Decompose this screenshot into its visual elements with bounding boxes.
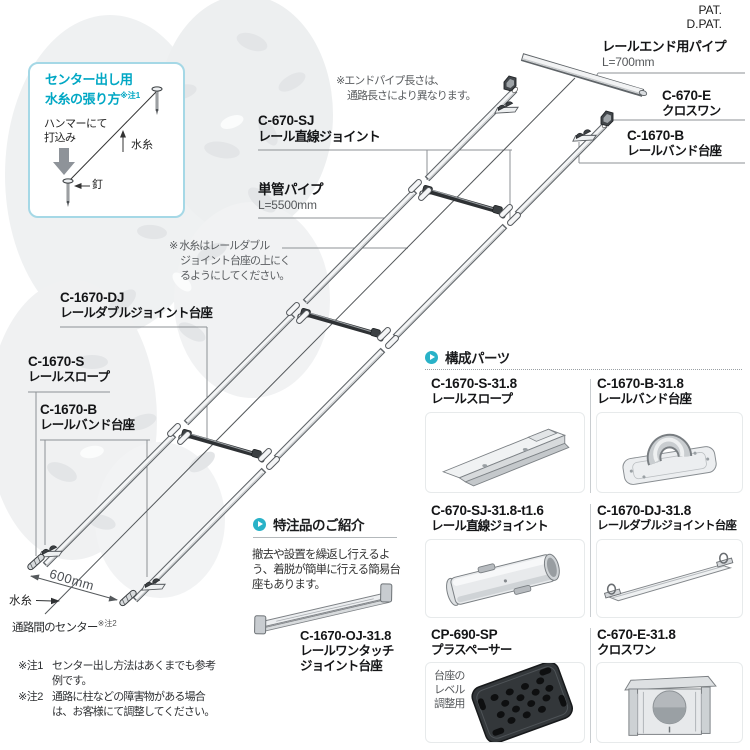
howto-title-sup: ※注1 [120, 91, 141, 100]
special-section-header: 特注品のご紹介 [253, 514, 365, 534]
string-pointer-arrow [35, 597, 60, 605]
label-band-base-right: C-1670-B レールバンド台座 [627, 128, 722, 158]
part-image-straight-joint [425, 539, 585, 618]
center-marking-howto-box: センター出し用 水糸の張り方※注1 ハンマーにて 打込み 水糸 釘 [28, 62, 185, 218]
patent-line1: PAT. [698, 3, 722, 17]
part-label-straight-joint: C-670-SJ-31.8-t1.6 レール直線ジョイント [431, 503, 549, 533]
play-circle-icon [253, 517, 266, 531]
aisle-center-label: 通路間のセンター※注2 [12, 619, 117, 634]
howto-diagram [53, 86, 163, 207]
double-joint-crossbars [167, 179, 521, 470]
note-water-string: ※ 水糸はレールダブル ジョイント台座の上にく るようにしてください。 [169, 240, 291, 282]
label-double-joint-base: C-1670-DJ レールダブルジョイント台座 [60, 290, 213, 320]
label-rail-slope: C-1670-S レールスロープ [28, 354, 110, 384]
special-section-body: 撤去や設置を繰返し行えるよ う、着脱が簡単に行える簡易台 座もあります。 [252, 549, 401, 591]
one-touch-joint-image [254, 583, 393, 635]
note-end-pipe: ※エンドパイプ長さは、 通路長さにより異なります。 [336, 75, 477, 102]
string-pointer [120, 130, 126, 152]
cross-one-clamps [503, 75, 614, 127]
slope-pieces [27, 553, 137, 607]
part-image-spacer: 台座の レベル 調整用 [425, 662, 585, 743]
string-line [67, 91, 157, 183]
nail-label: 釘 [92, 179, 103, 191]
part-label-spacer: CP-690-SP プラスペーサー [431, 627, 512, 657]
part-image-band-base [596, 412, 743, 493]
label-one-touch-joint: C-1670-OJ-31.8 レールワンタッチ ジョイント台座 [300, 628, 394, 673]
grid-divider [590, 628, 591, 743]
part-label-band-base: C-1670-B-31.8 レールバンド台座 [597, 376, 692, 406]
part-image-double-joint-base [596, 539, 743, 618]
part-image-slope [425, 412, 585, 493]
part-label-double-joint-base: C-1670-DJ-31.8 レールダブルジョイント台座 [597, 503, 737, 532]
band-bases [38, 101, 597, 591]
footnote-2: ※注2 通路に柱などの障害物がある場合 は、お客様にて調整してください。 [18, 691, 215, 718]
dimension-600 [30, 574, 118, 602]
hammer-note: ハンマーにて 打込み [44, 118, 108, 144]
label-end-pipe: レールエンド用パイプ L=700mm [602, 39, 727, 69]
footnote-1: ※注1 センター出し方法はあくまでも参考 例です。 [18, 660, 216, 687]
rail-lower [132, 121, 609, 603]
string-label: 水糸 [131, 139, 153, 151]
howto-title: センター出し用 水糸の張り方※注1 [45, 72, 141, 107]
patent-line2: D.PAT. [686, 17, 722, 31]
special-section-title: 特注品のご紹介 [273, 518, 365, 533]
label-cross-one: C-670-E クロスワン [662, 88, 721, 118]
grid-divider [590, 504, 591, 617]
part-image-cross-one [596, 662, 743, 743]
rail-upper [42, 86, 519, 568]
nail-pointer [74, 183, 90, 189]
water-string-line [44, 77, 576, 615]
play-circle-icon [425, 350, 438, 364]
water-string-label: 水糸 [9, 595, 32, 607]
nail-bottom-icon [62, 178, 74, 207]
label-pipe: 単管パイプ L=5500mm [258, 182, 324, 212]
hammer-arrow-icon [53, 148, 75, 175]
label-straight-joint: C-670-SJ レール直線ジョイント [258, 113, 381, 144]
spacer-note: 台座の レベル 調整用 [434, 670, 465, 710]
part-label-slope: C-1670-S-31.8 レールスロープ [431, 376, 517, 406]
parts-section-rule [425, 369, 742, 370]
grid-divider [590, 379, 591, 493]
special-section-rule [253, 537, 397, 538]
rail-end-pipe [520, 53, 648, 97]
parts-section-header: 構成パーツ [425, 347, 510, 367]
part-label-cross-one: C-670-E-31.8 クロスワン [597, 627, 676, 657]
patent-note: PAT. D.PAT. [686, 3, 722, 31]
nail-top-icon [151, 86, 163, 115]
label-band-base-left: C-1670-B レールバンド台座 [40, 402, 135, 432]
parts-section-title: 構成パーツ [445, 351, 510, 366]
